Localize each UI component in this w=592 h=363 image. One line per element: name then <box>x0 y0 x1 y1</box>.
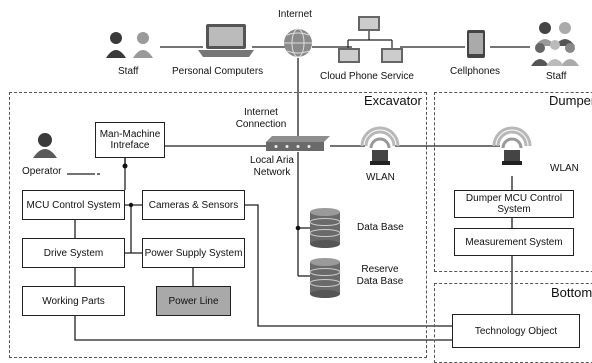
staff-right-icon <box>531 22 579 66</box>
cellphones-label: Cellphones <box>450 66 501 77</box>
dumper-mcu-control-system-box: Dumper MCU Control System <box>454 190 574 218</box>
drive-system-box: Drive System <box>22 238 125 268</box>
technology-object-box: Technology Object <box>452 314 580 348</box>
local-area-network-label: Local Aria Network <box>250 155 294 178</box>
wlan-excavator-icon <box>360 126 400 165</box>
wlan-dumper-icon <box>492 126 532 165</box>
data-base-icon <box>309 208 341 248</box>
bottom-title: Bottom <box>551 285 592 300</box>
dumper-title: Dumper <box>549 93 592 108</box>
operator-label: Operator <box>22 166 62 177</box>
operator-icon <box>33 133 57 158</box>
internet-connection-label: Internet Connection <box>235 107 287 130</box>
reserve-data-base-icon <box>309 258 341 298</box>
staff-right-label: Staff <box>546 71 567 82</box>
staff-left-icon <box>106 32 153 58</box>
mcu-control-system-box: MCU Control System <box>22 190 125 220</box>
excavator-title: Excavator <box>364 93 422 108</box>
cameras-sensors-box: Cameras & Sensors <box>142 190 245 220</box>
personal-computers-label: Personal Computers <box>172 66 264 77</box>
man-machine-interface-box: Man-Machine Intreface <box>95 122 165 158</box>
internet-label: Internet <box>278 9 312 20</box>
internet-globe-icon <box>284 28 312 58</box>
wlan-excavator-label: WLAN <box>366 172 395 183</box>
staff-left-label: Staff <box>118 66 139 77</box>
cellphone-icon <box>467 30 485 58</box>
wlan-dumper-label: WLAN <box>550 163 579 174</box>
excavator-region <box>9 92 427 358</box>
power-line-box: Power Line <box>156 286 231 316</box>
router-icon <box>266 136 330 151</box>
power-supply-system-box: Power Supply System <box>142 238 245 268</box>
data-base-label: Data Base <box>357 222 404 233</box>
measurement-system-box: Measurement System <box>454 228 574 256</box>
reserve-data-base-label: Reserve Data Base <box>356 264 404 287</box>
cloud-phone-service-label: Cloud Phone Service <box>320 71 414 82</box>
laptop-icon <box>198 24 254 57</box>
working-parts-box: Working Parts <box>22 286 125 316</box>
cloud-phone-service-icon <box>338 16 403 63</box>
dumper-region <box>434 92 592 272</box>
